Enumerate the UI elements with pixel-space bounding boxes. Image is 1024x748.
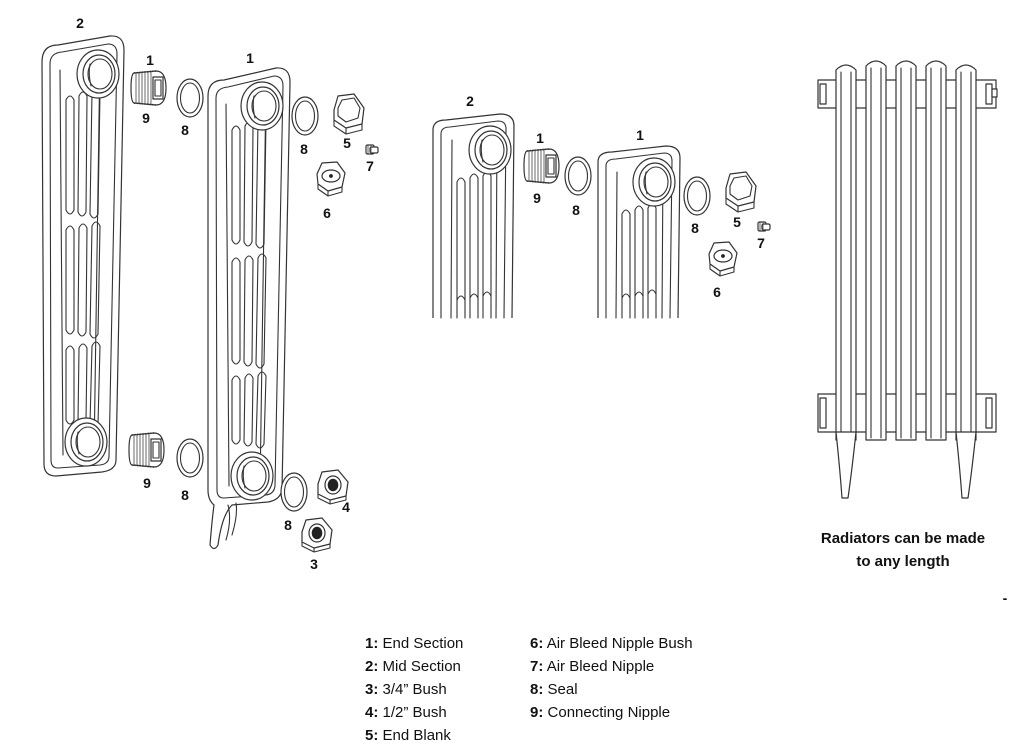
legend-column-2: 6: Air Bleed Nipple Bush 7: Air Bleed Ni…: [530, 632, 693, 724]
parts-legend: 1: End Section 2: Mid Section 3: 3/4” Bu…: [365, 632, 765, 748]
legend-text: End Section: [382, 635, 464, 652]
end-blank-detail: [725, 171, 757, 213]
end-blank-left: [333, 93, 365, 135]
label-three-quarter-bush: 3: [310, 556, 318, 572]
label-seal: 8: [691, 220, 699, 236]
legend-item: 1: End Section: [365, 632, 463, 655]
seal-top-right-left: [291, 96, 319, 136]
label-air-bleed-nipple: 7: [366, 158, 374, 174]
three-quarter-bush-left: [301, 517, 333, 553]
legend-column-1: 1: End Section 2: Mid Section 3: 3/4” Bu…: [365, 632, 463, 747]
label-end-blank: 5: [343, 135, 351, 151]
label-end-section: 1: [246, 50, 254, 66]
legend-number: 7:: [530, 658, 544, 675]
legend-number: 6:: [530, 635, 544, 652]
caption-line-1: Radiators can be made: [821, 530, 985, 547]
label-seal: 8: [284, 517, 292, 533]
seal-bottom-left: [176, 438, 204, 478]
air-bleed-nipple-detail: [757, 221, 771, 232]
legend-item: 3: 3/4” Bush: [365, 678, 463, 701]
label-end-section-nipple: 1: [146, 52, 154, 68]
label-half-inch-bush: 4: [342, 499, 350, 515]
label-air-bleed-bush: 6: [713, 284, 721, 300]
label-air-bleed-nipple: 7: [757, 235, 765, 251]
legend-item: 6: Air Bleed Nipple Bush: [530, 632, 693, 655]
legend-item: 5: End Blank: [365, 724, 463, 747]
air-bleed-bush-detail: [708, 241, 738, 277]
label-mid-section: 2: [466, 93, 474, 109]
seal-detail-left: [564, 156, 592, 196]
legend-number: 9:: [530, 704, 544, 721]
label-seal: 8: [572, 202, 580, 218]
legend-number: 4:: [365, 704, 379, 721]
legend-number: 3:: [365, 681, 379, 698]
end-section-left: [207, 67, 291, 550]
connecting-nipple-detail: [523, 148, 560, 184]
label-connecting-nipple: 9: [143, 475, 151, 491]
label-end-blank: 5: [733, 214, 741, 230]
label-end-section: 1: [636, 127, 644, 143]
legend-number: 8:: [530, 681, 544, 698]
label-seal: 8: [300, 141, 308, 157]
air-bleed-bush-left: [316, 161, 346, 197]
legend-text: Mid Section: [382, 658, 461, 675]
legend-text: Air Bleed Nipple: [546, 658, 655, 675]
end-section-detail: [597, 145, 681, 319]
legend-number: 5:: [365, 727, 379, 744]
legend-number: 1:: [365, 635, 379, 652]
legend-item: 2: Mid Section: [365, 655, 463, 678]
legend-text: Seal: [547, 681, 578, 698]
legend-item: 7: Air Bleed Nipple: [530, 655, 693, 678]
label-air-bleed-bush: 6: [323, 205, 331, 221]
connecting-nipple-bottom-left: [128, 432, 165, 468]
legend-item: 9: Connecting Nipple: [530, 701, 693, 724]
air-bleed-nipple-left: [365, 144, 379, 155]
label-end-section-nipple: 1: [536, 130, 544, 146]
label-mid-section: 2: [76, 15, 84, 31]
assembled-radiator: [817, 60, 998, 499]
label-connecting-nipple: 9: [142, 110, 150, 126]
legend-item: 4: 1/2” Bush: [365, 701, 463, 724]
legend-text: 3/4” Bush: [382, 681, 447, 698]
label-seal: 8: [181, 122, 189, 138]
legend-text: End Blank: [382, 727, 451, 744]
legend-item: 8: Seal: [530, 678, 693, 701]
label-seal: 8: [181, 487, 189, 503]
stray-mark: -: [1003, 590, 1008, 606]
legend-number: 2:: [365, 658, 379, 675]
legend-text: Air Bleed Nipple Bush: [546, 635, 693, 652]
mid-section-left: [41, 35, 125, 477]
mid-section-detail: [432, 113, 515, 319]
seal-bottom-right-left: [280, 472, 308, 512]
connecting-nipple-top-left: [130, 70, 167, 106]
caption-line-2: to any length: [856, 553, 949, 570]
legend-text: Connecting Nipple: [547, 704, 671, 721]
seal-top-left: [176, 78, 204, 118]
seal-detail-right: [683, 176, 711, 216]
label-connecting-nipple: 9: [533, 190, 541, 206]
legend-text: 1/2” Bush: [382, 704, 447, 721]
